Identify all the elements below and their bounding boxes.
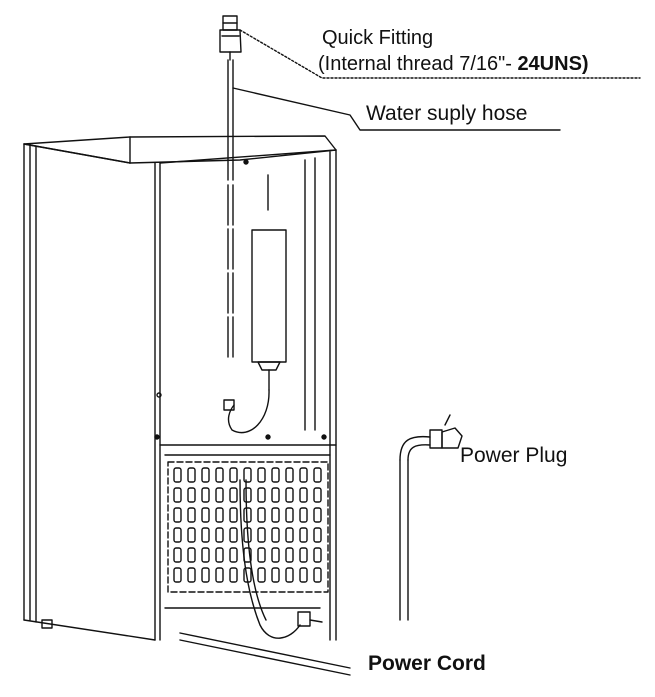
grille-slot — [229, 507, 238, 523]
water-supply-hose — [227, 59, 234, 361]
grille-slot — [257, 507, 266, 523]
grille-slot — [187, 567, 196, 583]
grille-slot — [271, 547, 280, 563]
grille-slot — [187, 467, 196, 483]
label-internal-thread-spec: 24UNS) — [517, 53, 589, 75]
leader-line-quick-fitting — [239, 29, 641, 79]
grille-slot — [229, 567, 238, 583]
grille-slot — [313, 487, 322, 503]
grille-slot — [257, 527, 266, 543]
grille-slot — [215, 487, 224, 503]
grille-slot — [173, 507, 182, 523]
grille-slot — [187, 527, 196, 543]
label-quick-fitting: Quick Fitting — [322, 27, 434, 49]
quick-fitting — [219, 15, 242, 61]
grille-slot — [271, 487, 280, 503]
grille-slot — [271, 527, 280, 543]
machine-side-panel — [23, 143, 161, 641]
grille-slot — [285, 487, 294, 503]
grille-slot — [271, 467, 280, 483]
power-cord — [164, 479, 323, 639]
grille-slot — [215, 547, 224, 563]
grille-slot — [271, 507, 280, 523]
grille-slot — [313, 527, 322, 543]
grille-slot — [257, 487, 266, 503]
grille-slot — [285, 527, 294, 543]
grille-slot — [201, 507, 210, 523]
grille-slot — [313, 547, 322, 563]
grille-slot — [299, 467, 308, 483]
power-plug-pipe — [399, 414, 463, 621]
grille-slot — [229, 547, 238, 563]
label-internal-thread: (Internal thread 7/16"- 24UNS) — [318, 54, 589, 74]
grille-slot — [257, 567, 266, 583]
water-filter-cylinder — [223, 174, 287, 434]
grille-slot — [173, 527, 182, 543]
grille-slot — [201, 547, 210, 563]
grille-slot — [299, 547, 308, 563]
grille-slot — [187, 547, 196, 563]
leader-line-power-cord — [179, 632, 351, 669]
grille-slot — [313, 567, 322, 583]
machine-back-panel — [154, 149, 337, 641]
grille-slot — [187, 507, 196, 523]
grille-slot — [257, 547, 266, 563]
grille-slot — [215, 527, 224, 543]
grille-slot — [173, 547, 182, 563]
grille-slot — [285, 507, 294, 523]
grille-slot — [299, 507, 308, 523]
grille-slot — [285, 547, 294, 563]
label-power-plug: Power Plug — [460, 444, 568, 467]
label-power-cord: Power Cord — [368, 652, 486, 675]
grille-slot — [313, 467, 322, 483]
leader-line-water-hose — [232, 87, 561, 131]
grille-slot — [299, 487, 308, 503]
grille-slot — [285, 467, 294, 483]
grille-slot — [173, 467, 182, 483]
grille-slot — [243, 487, 252, 503]
grille-slot — [229, 467, 238, 483]
grille-slot — [215, 467, 224, 483]
grille-slot — [257, 467, 266, 483]
grille-slot — [201, 487, 210, 503]
grille-slot — [299, 567, 308, 583]
grille-slot — [201, 527, 210, 543]
grille-slot — [173, 567, 182, 583]
grille-slot — [299, 527, 308, 543]
machine-top — [23, 135, 337, 164]
grille-slot — [229, 487, 238, 503]
grille-slot — [271, 567, 280, 583]
grille-slot — [229, 527, 238, 543]
grille-slot — [313, 507, 322, 523]
grille-slot — [187, 487, 196, 503]
grille-slot — [201, 567, 210, 583]
grille-slot — [201, 467, 210, 483]
grille-slot — [215, 507, 224, 523]
grille-slot — [215, 567, 224, 583]
ventilation-grille — [167, 461, 329, 593]
grille-slot — [173, 487, 182, 503]
label-water-supply-hose: Water suply hose — [366, 102, 528, 125]
grille-slot — [243, 467, 252, 483]
grille-slot — [285, 567, 294, 583]
label-internal-thread-prefix: (Internal thread 7/16"- — [318, 53, 518, 75]
